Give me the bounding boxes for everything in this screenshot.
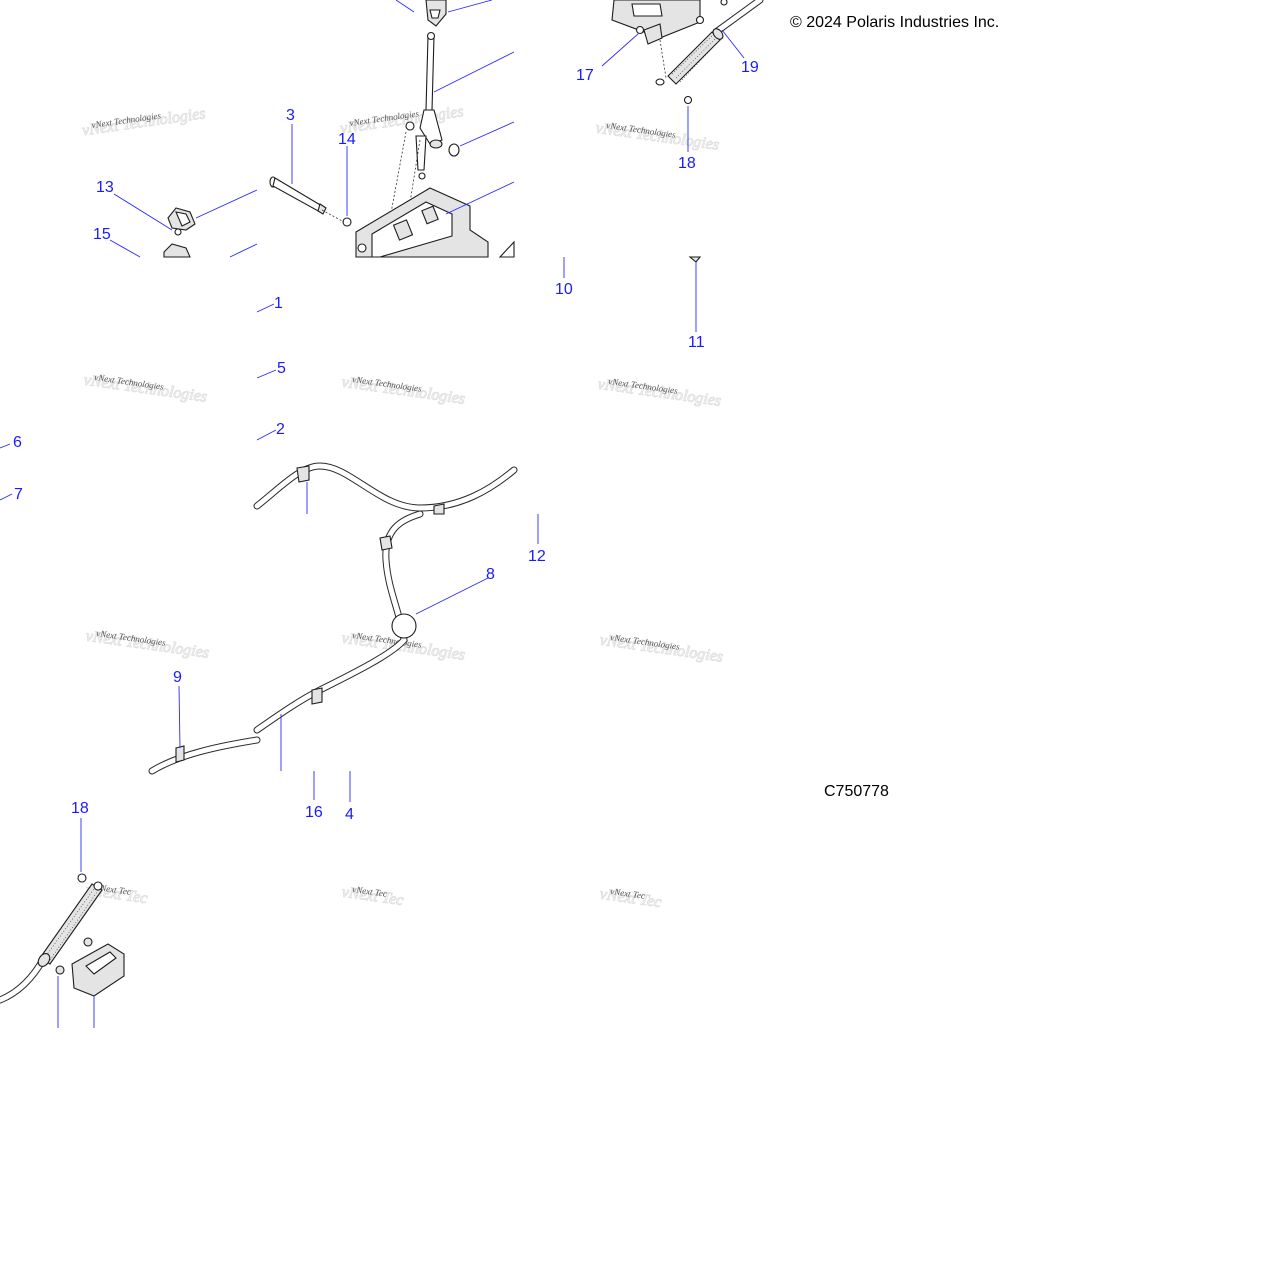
tile-transmission-cable-end: 18 [0,800,125,1028]
row4-callouts: 16 4 [305,771,354,823]
watermark: vNext Technologies vNext Technologies [596,375,722,410]
cable-loop-clamp-part [391,613,417,639]
watermark: vNext Technologies vNext Technologies [82,371,208,406]
tile-bolt-bushings: 13 15 [93,179,258,258]
cable-clip-part [296,465,310,483]
shift-bracket-part [355,187,515,258]
callout-15: 15 [93,226,111,243]
bushing-part [167,207,196,236]
callout-12: 12 [528,548,546,565]
callout-16: 16 [305,804,323,821]
transmission-cable-part [0,881,103,1004]
tile-main-cable: 8 12 [253,462,546,771]
callout-5: 5 [277,360,286,377]
leader-line [256,369,277,379]
mount-bracket-part [71,943,125,997]
nut-part [683,95,693,105]
callout-10: 10 [555,281,573,298]
callout-18: 18 [678,155,696,172]
svg-text:vNext Tec: vNext Tec [610,886,646,901]
bolt-part [55,965,65,975]
cable-clip-part [311,687,323,705]
nut-part [342,217,352,227]
leader-line [113,193,173,231]
cable-clip-part [379,535,393,551]
callout-13: 13 [96,179,114,196]
leader-line [0,493,13,501]
callout-11: 11 [688,334,705,351]
watermark: vNext Technologies vNext Technologies [81,105,207,140]
watermark: vNext Technologies vNext Technologies [340,373,466,408]
watermark: vNext Technologies vNext Technologies [84,627,210,662]
shift-lever-rod [415,31,443,180]
callout-9: 9 [173,669,182,686]
leader-line [229,243,258,258]
callout-3: 3 [286,107,295,124]
cable-clip-part [433,503,445,515]
washer-part [448,143,460,157]
leader-line [447,0,493,13]
svg-text:vNext Tec: vNext Tec [96,882,132,897]
svg-text:vNext Tec: vNext Tec [352,884,388,899]
watermark: vNext Tec vNext Tec [598,885,663,911]
bolt-part [83,937,93,947]
leader-line [256,429,277,441]
callout-6: 6 [13,434,22,451]
callout-17: 17 [576,67,594,84]
tile-cable-left: 9 [148,669,261,775]
cable-clip-part [175,745,185,763]
pivot-bolt-part [269,176,327,215]
leader-line [415,577,489,615]
callout-4: 4 [345,806,354,823]
callout-1: 1 [274,295,283,312]
diagram-id: C750778 [824,783,889,800]
tile-shift-lever: 3 14 [269,0,515,258]
leader-line [109,239,141,258]
watermark: vNext Technologies vNext Technologies [598,631,724,666]
leader-line [395,0,415,13]
watermark: vNext Tec vNext Tec [340,883,405,909]
leader-line [0,443,11,449]
leader-line [433,51,515,93]
callout-18-lower: 18 [71,800,89,817]
watermark: vNext Technologies vNext Technologies [339,103,465,138]
copyright-text: © 2024 Polaris Industries Inc. [790,14,999,31]
nut-part [77,873,87,883]
tile-shifter-cable-end: 19 17 18 [576,0,764,263]
callout-2: 2 [276,421,285,438]
leader-line [601,33,639,67]
shift-cable-end-part [655,0,764,86]
leader-line [721,29,745,59]
callout-7: 7 [14,486,23,503]
watermark: vNext Technologies vNext Technologies [594,119,720,154]
leader-line [459,121,515,147]
leader-line [178,685,181,749]
leader-line [256,303,275,313]
callout-14: 14 [338,131,356,148]
leader-line [195,189,258,219]
row2-callouts: 1 5 2 6 7 10 11 [0,257,705,503]
leader-line [445,181,515,215]
callout-8: 8 [486,566,495,583]
bushing-part [163,243,191,258]
callout-19: 19 [741,59,759,76]
